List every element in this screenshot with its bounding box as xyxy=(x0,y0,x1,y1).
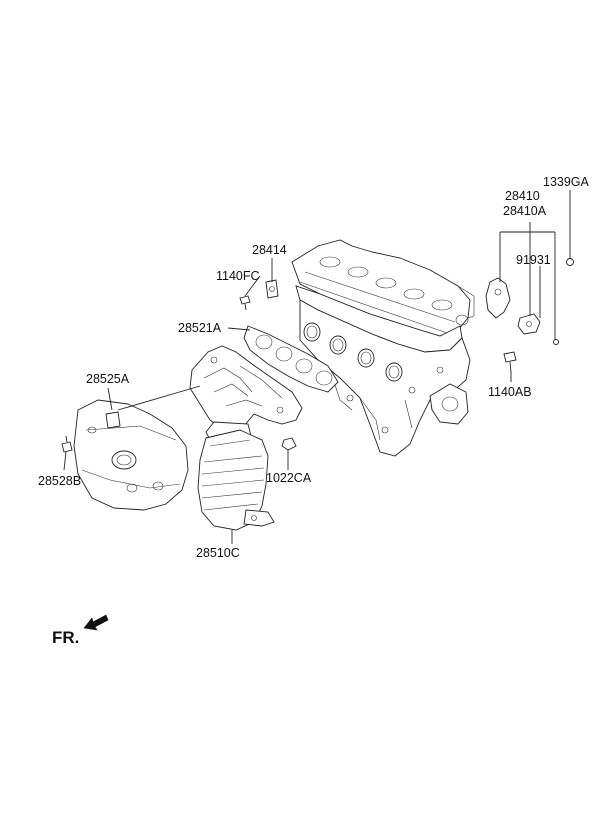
label-28410A: 28410A xyxy=(503,204,547,218)
heat-protector xyxy=(73,399,189,511)
label-28525A: 28525A xyxy=(86,372,130,386)
gasket-28521A xyxy=(243,325,339,393)
bolt-28528B xyxy=(61,435,73,453)
nut-1022CA xyxy=(281,437,297,451)
nut-bracket xyxy=(553,339,559,345)
front-arrow-icon xyxy=(83,614,109,631)
label-91931: 91931 xyxy=(516,253,551,267)
label-1140FC: 1140FC xyxy=(216,269,260,283)
stud-1339GA xyxy=(566,258,574,266)
label-1140AB: 1140AB xyxy=(488,385,532,399)
label-28528B: 28528B xyxy=(38,474,82,488)
front-direction-label: FR. xyxy=(52,628,80,647)
catalytic-converter xyxy=(197,429,275,531)
label-28521A: 28521A xyxy=(178,321,222,335)
label-1339GA: 1339GA xyxy=(543,175,589,189)
label-28410: 28410 xyxy=(505,189,540,203)
leader-lines xyxy=(63,190,571,544)
label-1022CA: 1022CA xyxy=(266,471,312,485)
bracket-28414 xyxy=(239,279,279,311)
bracket-assembly xyxy=(485,277,541,335)
label-28510C: 28510C xyxy=(196,546,240,560)
engine-block xyxy=(291,239,475,457)
label-28414: 28414 xyxy=(252,243,287,257)
bolt-1140AB xyxy=(503,351,517,373)
